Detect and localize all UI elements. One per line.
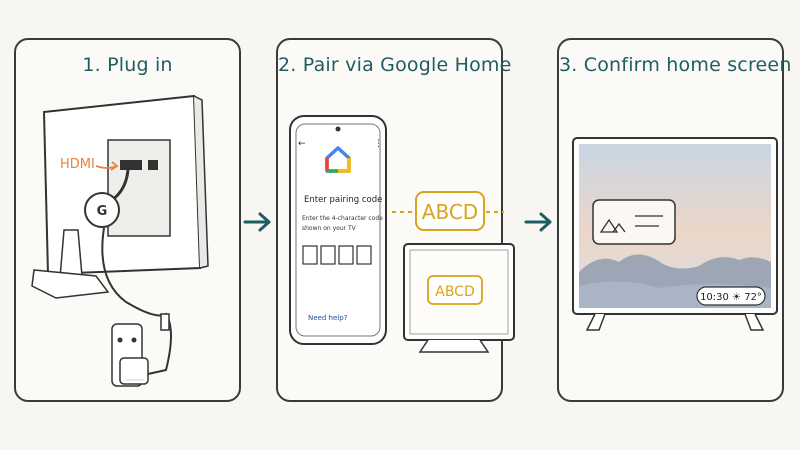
step-1-panel: 1. Plug in HDMI G [14, 38, 241, 402]
back-arrow-icon[interactable]: ← [298, 139, 306, 149]
hdmi-port [120, 160, 142, 170]
step-2-panel: 2. Pair via Google Home ← ⋮ Enter pairin… [276, 38, 515, 402]
hdmi-label: HDMI [60, 157, 95, 172]
step-1-title: 1. Plug in [82, 54, 173, 76]
chromecast-dongle [84, 192, 120, 228]
pairing-heading: Enter pairing code [304, 195, 382, 205]
content-card[interactable] [592, 199, 676, 245]
plug-in-illustration: HDMI G [31, 94, 209, 387]
tv-stand-base [31, 269, 110, 299]
power-adapter [119, 357, 149, 385]
step-3-title: 3. Confirm home screen [559, 54, 792, 76]
small-tv-stand [418, 339, 490, 353]
tv-code: ABCD [435, 284, 475, 300]
code-input-boxes[interactable] [302, 245, 372, 265]
pair-illustration: ← ⋮ Enter pairing code Enter the 4-chara… [289, 115, 515, 353]
port-panel [107, 139, 171, 237]
image-placeholder-icon [599, 218, 626, 233]
tv-leg-right [744, 313, 765, 331]
code-callout-box [415, 191, 485, 231]
dongle-logo: G [97, 204, 108, 219]
clock-weather-text: 10:30 ☀ 72° [700, 292, 762, 303]
usb-port [148, 160, 158, 170]
step-2-title: 2. Pair via Google Home [278, 54, 512, 76]
clock-weather-widget [696, 286, 766, 306]
power-cable [101, 227, 172, 375]
step-3-panel: 3. Confirm home screen 10:30 ☀ 72° [557, 38, 792, 402]
tv-stand [59, 229, 83, 279]
home-screen-illustration: 10:30 ☀ 72° [572, 137, 778, 331]
arrow-right-icon [243, 212, 271, 232]
tv-leg-left [585, 313, 606, 331]
tv-code-box [427, 275, 483, 305]
arrow-right-icon [524, 212, 552, 232]
code-callout: ABCD [422, 200, 478, 224]
menu-dots-icon[interactable]: ⋮ [374, 139, 383, 149]
pairing-instructions-2: shown on your TV [302, 225, 357, 232]
help-link[interactable]: Need help? [308, 314, 348, 322]
google-home-icon [325, 146, 351, 173]
pairing-instructions-1: Enter the 4-character code [302, 215, 383, 222]
